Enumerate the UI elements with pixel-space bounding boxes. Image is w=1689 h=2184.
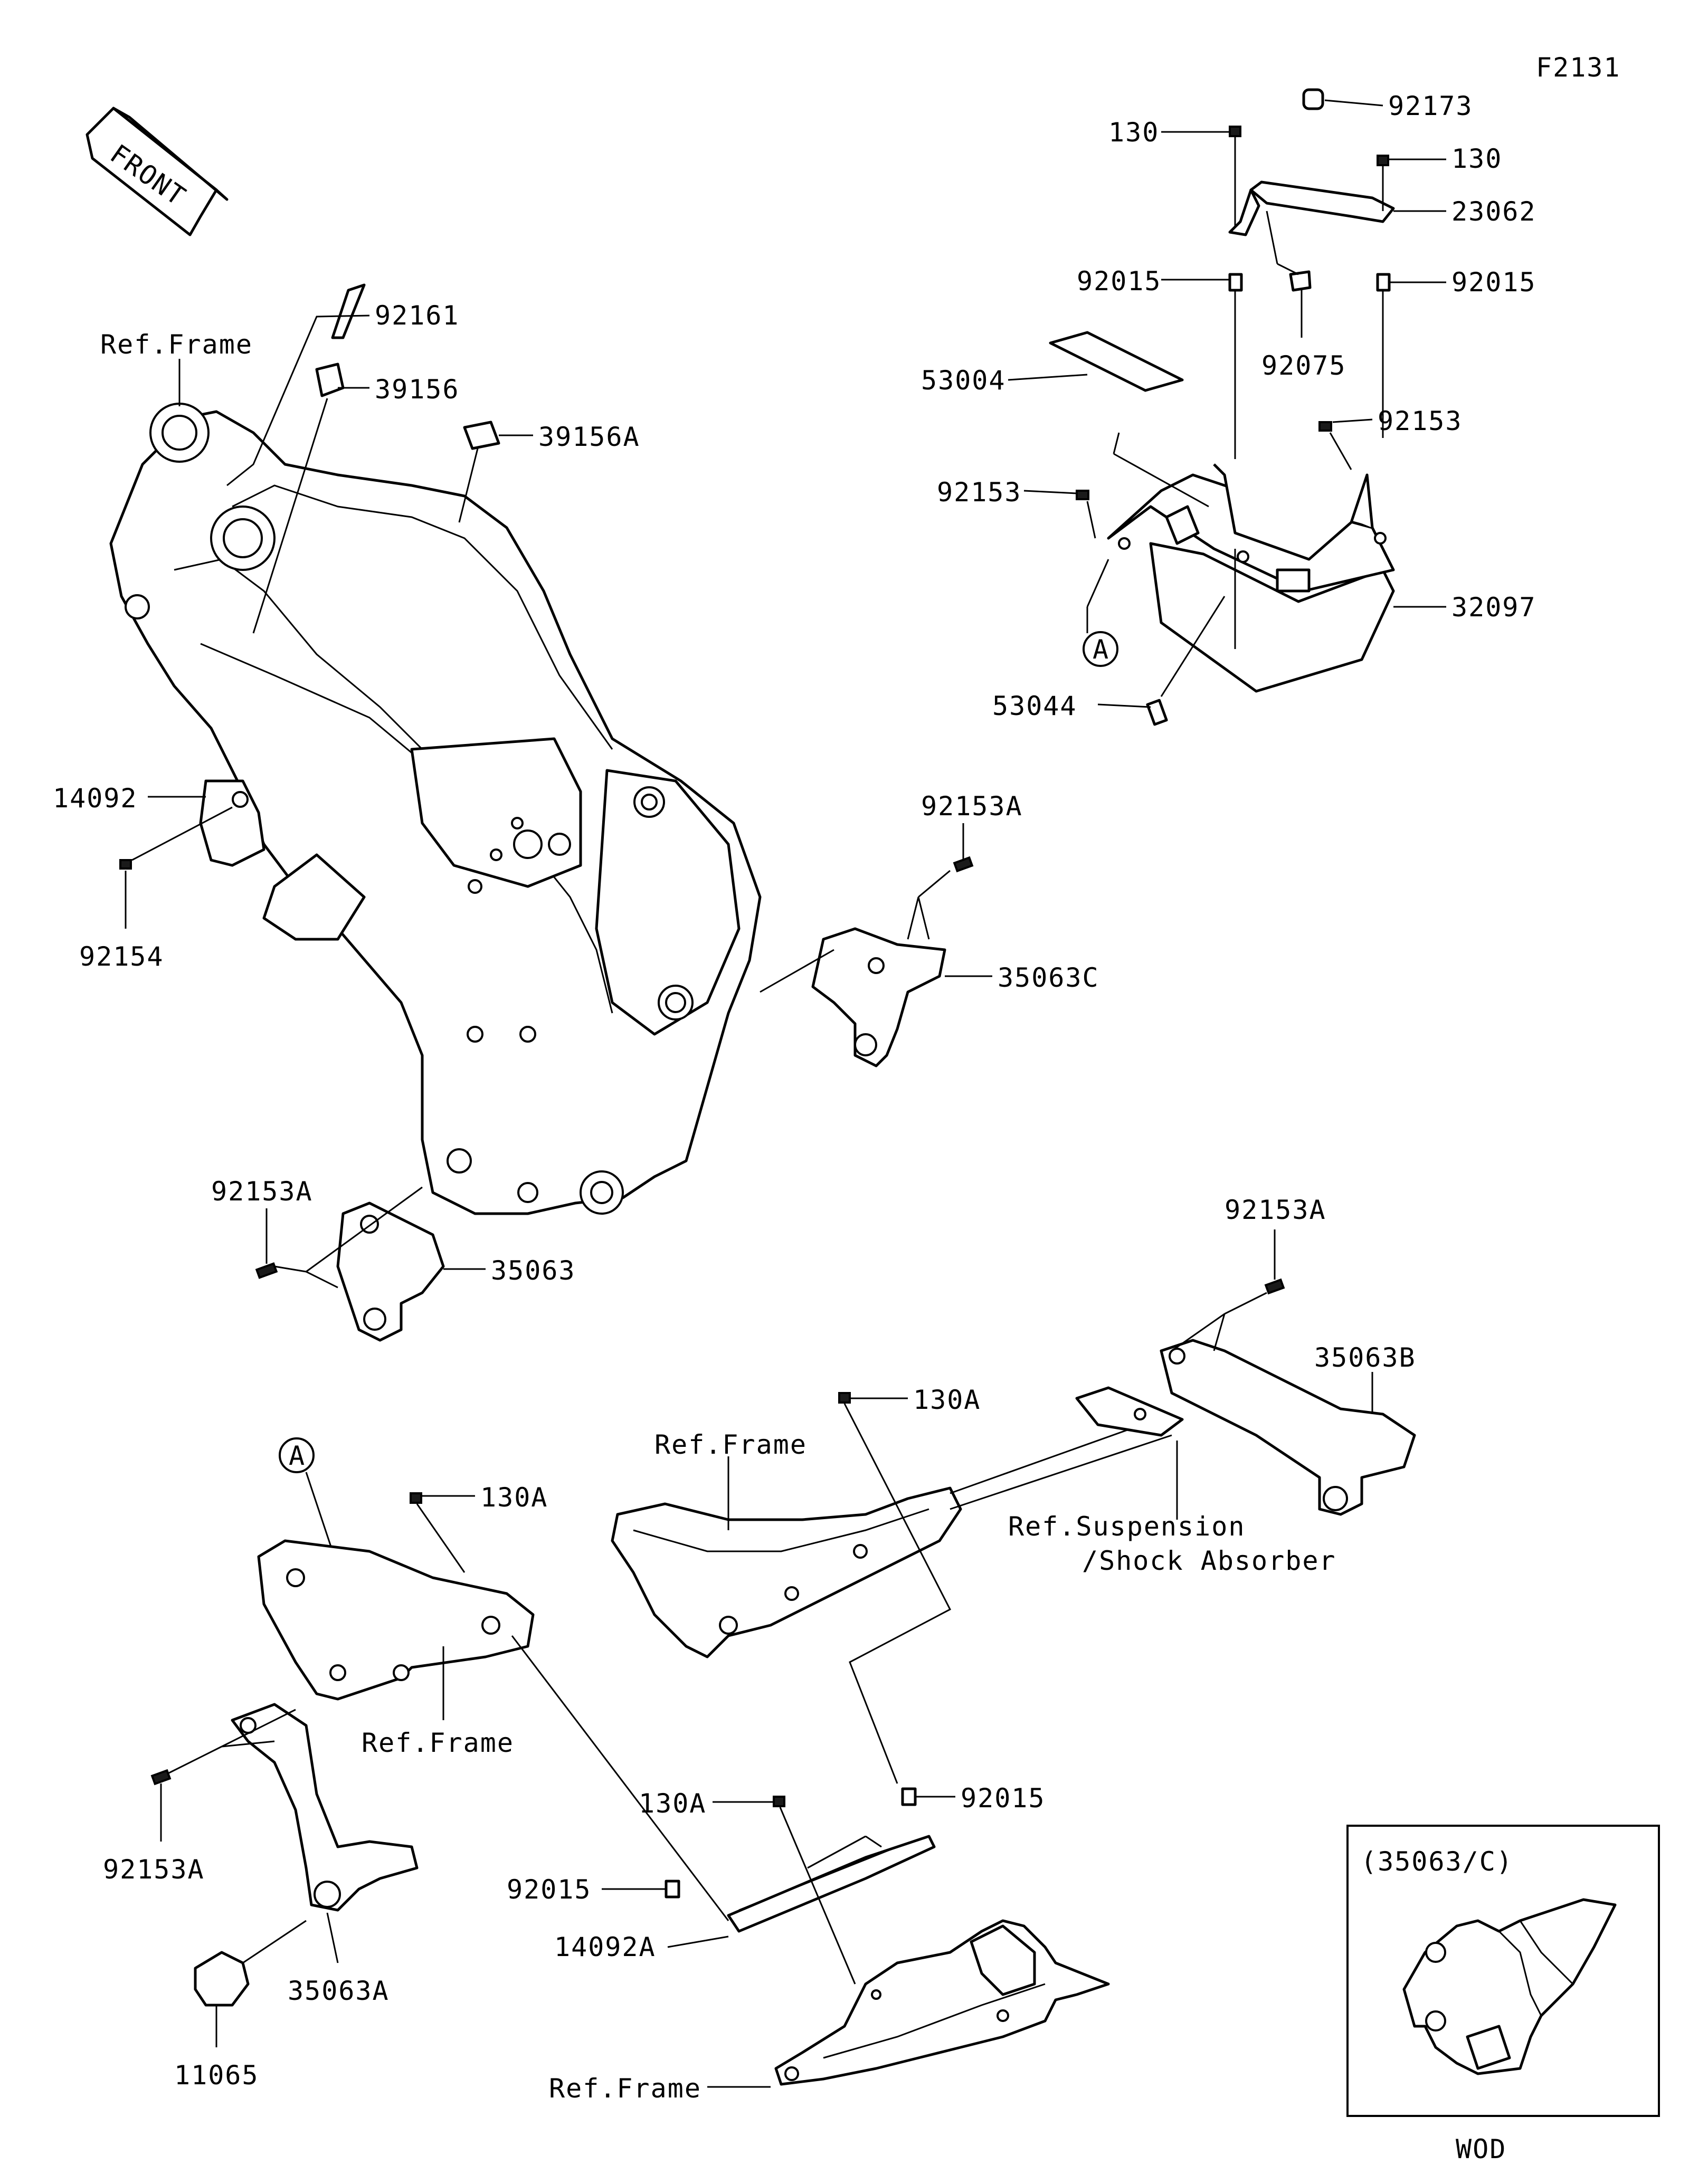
part-label-92015-low-right: 92015 (961, 1783, 1046, 1814)
part-label-35063b: 35063B (1314, 1342, 1416, 1373)
part-label-14092a: 14092A (554, 1932, 656, 1962)
bracket-35063 (336, 1201, 445, 1342)
part-label-92161: 92161 (375, 300, 460, 331)
part-label-35063c: 35063C (998, 962, 1099, 993)
pad-53004 (1049, 331, 1184, 392)
rear-subframe-assembly (611, 1278, 1416, 1784)
rear-frame-lower-assembly (511, 1635, 1110, 2086)
part-label-130a-left: 130A (480, 1482, 548, 1513)
block-39156a (463, 421, 500, 450)
ref-frame-label-left: Ref.Frame (362, 1728, 514, 1758)
part-label-92153-left: 92153 (937, 477, 1022, 508)
inset-title: (35063/C) (1361, 1846, 1513, 1877)
bolt-92153a-left (255, 1262, 278, 1279)
block-39156 (315, 363, 345, 397)
part-label-23062: 23062 (1451, 196, 1536, 227)
ref-suspension-label-2: /Shock Absorber (1082, 1546, 1336, 1576)
bolt-92153a-right (1264, 1278, 1285, 1295)
part-label-92153a-right: 92153A (1225, 1195, 1326, 1225)
screw-92153-left (1076, 490, 1089, 500)
bracket-23062 (1249, 180, 1395, 223)
marker-a-top-label: A (1093, 634, 1109, 665)
bracket-35063b (1160, 1339, 1416, 1516)
cover-14092a (727, 1835, 936, 1933)
cap-92173 (1302, 88, 1324, 110)
part-label-14092: 14092 (53, 783, 138, 814)
battery-case-assembly: A (1049, 88, 1395, 726)
bolt-130-left (1229, 126, 1241, 137)
main-frame (109, 403, 762, 1215)
collar-92015-low-left (665, 1880, 680, 1899)
part-label-92075: 92075 (1261, 350, 1346, 381)
part-label-11065: 11065 (174, 2060, 259, 2091)
grommet-92075 (1289, 270, 1312, 292)
part-label-53044: 53044 (992, 691, 1077, 721)
part-label-130-right: 130 (1451, 144, 1502, 174)
part-label-32097: 32097 (1451, 592, 1536, 623)
inset-bracket (1402, 1898, 1617, 2075)
part-label-130-left: 130 (1108, 117, 1159, 148)
left-rear-footrest-assembly: A (150, 1437, 535, 2007)
part-label-92015-low-left: 92015 (507, 1874, 592, 1905)
part-label-35063a: 35063A (288, 1976, 390, 2006)
ref-frame-label-bottom: Ref.Frame (549, 2073, 701, 2104)
collar-92015-low-right (901, 1787, 917, 1806)
pad-92161 (331, 283, 366, 339)
bracket-35063c (811, 927, 946, 1067)
part-label-92153a-low: 92153A (103, 1854, 205, 1885)
suspension-bracket (1075, 1386, 1184, 1437)
collar-92015-right (1376, 273, 1391, 292)
bolt-92153a-low (150, 1769, 172, 1786)
marker-a-bottom-label: A (289, 1441, 306, 1471)
part-label-39156: 39156 (375, 374, 460, 405)
part-label-130a-mid: 130A (913, 1385, 981, 1415)
screw-92154 (119, 859, 132, 870)
figure-id: F2131 (1536, 52, 1621, 83)
part-label-92153-upper: 92153 (1378, 406, 1463, 436)
front-arrow-icon: FRONT (86, 107, 229, 236)
part-label-130a-low: 130A (639, 1788, 706, 1819)
subframe-piece-left (257, 1539, 535, 1701)
part-label-39156a: 39156A (538, 422, 640, 452)
bolt-130a-mid (838, 1392, 851, 1404)
part-label-53004: 53004 (921, 365, 1006, 396)
bolt-130a-left (410, 1492, 422, 1504)
part-label-92015-left: 92015 (1077, 266, 1162, 297)
grommet-11065 (194, 1951, 250, 2007)
marker-a-bottom (279, 1437, 315, 1473)
marker-a-top (1083, 631, 1118, 667)
ref-suspension-label-1: Ref.Suspension (1008, 1511, 1245, 1542)
bolt-92153a-mid (953, 856, 974, 873)
battery-case-32097 (1107, 463, 1395, 693)
bolt-130-right (1377, 155, 1389, 166)
stay-35063a (231, 1703, 419, 1912)
bolt-130a-low (773, 1796, 785, 1807)
inset-frame (1346, 1825, 1660, 2117)
subframe-section (611, 1486, 962, 1658)
inset-caption: WOD (1456, 2134, 1506, 2164)
screw-92153-upper (1318, 421, 1332, 432)
part-label-35063: 35063 (491, 1255, 576, 1286)
part-label-92153a-mid: 92153A (921, 791, 1023, 822)
clip-53044 (1146, 699, 1168, 726)
frame-small-parts (119, 283, 974, 1342)
rear-frame-section (774, 1919, 1110, 2086)
ref-frame-label-mid: Ref.Frame (654, 1429, 807, 1460)
part-label-92173: 92173 (1388, 91, 1473, 121)
collar-92015-left (1228, 273, 1243, 292)
inset-35063-variant: (35063/C) WOD (1346, 1825, 1660, 2164)
ref-frame-label-top: Ref.Frame (100, 329, 253, 360)
part-label-92154: 92154 (79, 941, 164, 972)
part-label-92153a-left: 92153A (211, 1176, 313, 1207)
bracket-leg (1228, 188, 1260, 236)
part-label-92015-right: 92015 (1451, 267, 1536, 298)
